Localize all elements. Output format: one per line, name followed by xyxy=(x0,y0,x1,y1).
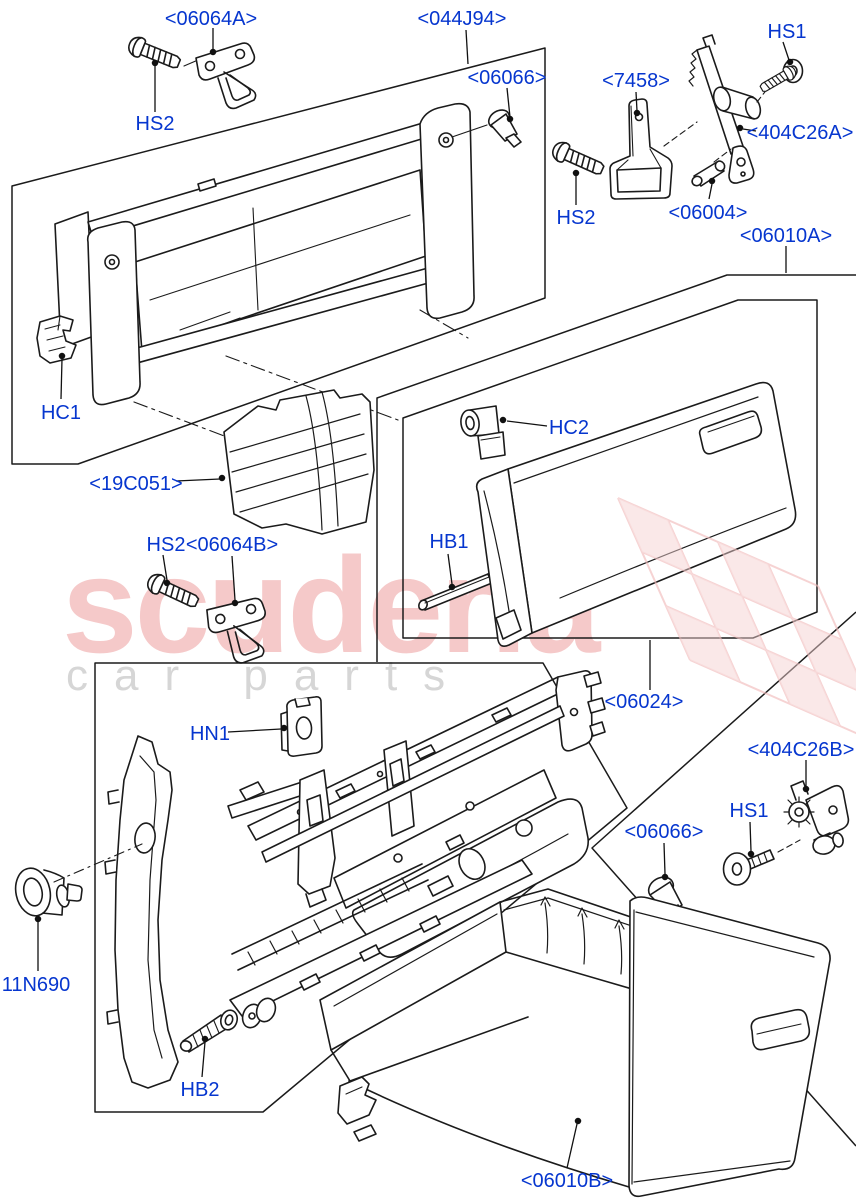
part-label-hb1: HB1 xyxy=(430,531,469,553)
leader-lines xyxy=(34,28,810,1169)
clip-hc2-drawing xyxy=(460,405,506,460)
part-label-06066-bottom: <06066> xyxy=(625,821,704,843)
group-box-06024 xyxy=(402,299,818,639)
clip-06066-top-drawing xyxy=(487,109,522,148)
part-label-hs1-bottom: HS1 xyxy=(730,800,769,822)
part-label-hb2: HB2 xyxy=(181,1079,220,1101)
part-labels: <06064A> <044J94> HS2 <06066> <7458> HS1… xyxy=(2,8,855,1192)
part-label-06010A: <06010A> xyxy=(740,225,832,247)
part-label-404C26A: <404C26A> xyxy=(747,122,854,144)
hinge-404C26A-drawing xyxy=(663,34,769,184)
screw-hs2-top-drawing xyxy=(125,33,199,74)
part-label-hs2-left: HS2 xyxy=(147,534,186,556)
clip-hn1-drawing xyxy=(280,696,323,757)
screw-hs1-top-drawing xyxy=(757,58,804,96)
pin-06004-drawing xyxy=(691,160,726,187)
latch-striker-06064A-drawing xyxy=(195,42,257,110)
glovebox-bin-06010B-drawing xyxy=(319,888,831,1198)
part-label-06010B: <06010B> xyxy=(521,1170,613,1192)
part-label-hs2-top: HS2 xyxy=(136,113,175,135)
part-label-11N690: 11N690 xyxy=(2,974,71,996)
part-label-06064B: <06064B> xyxy=(186,534,278,556)
part-label-hc2: HC2 xyxy=(549,417,589,439)
part-label-06004: <06004> xyxy=(669,202,748,224)
group-box-06010A xyxy=(376,274,856,662)
storage-compartment-044J94-drawing xyxy=(54,102,488,479)
part-label-hn1: HN1 xyxy=(190,723,230,745)
glovebox-lid-drawing xyxy=(475,381,797,647)
part-label-hs1-top: HS1 xyxy=(768,21,807,43)
clip-hc1-drawing xyxy=(36,315,77,364)
watermark-sub: car parts xyxy=(66,651,471,700)
knob-11N690-drawing xyxy=(14,843,143,917)
part-label-19C051: <19C051> xyxy=(89,473,182,495)
part-label-06024: <06024> xyxy=(605,691,684,713)
part-label-06066-top: <06066> xyxy=(468,67,547,89)
part-label-06064A: <06064A> xyxy=(165,8,257,30)
screw-hs1-bottom-drawing xyxy=(722,839,801,886)
hinge-404C26B-drawing xyxy=(783,780,850,855)
part-label-404C26B: <404C26B> xyxy=(748,739,855,761)
side-pillar-panel-drawing xyxy=(104,735,179,1089)
part-label-hc1: HC1 xyxy=(41,402,81,424)
part-label-044J94: <044J94> xyxy=(418,8,507,30)
part-label-hs2-mid: HS2 xyxy=(557,207,596,229)
bolt-hb2-drawing xyxy=(179,1009,239,1053)
group-box-044J94 xyxy=(11,47,546,465)
coin-holder-19C051-drawing xyxy=(223,389,375,535)
part-drawings xyxy=(14,33,850,1198)
glovebox-frame-drawing xyxy=(227,670,606,1029)
checkered-flag-watermark xyxy=(617,497,856,735)
part-label-7458: <7458> xyxy=(602,70,670,92)
bracket-7458-drawing xyxy=(609,98,673,200)
